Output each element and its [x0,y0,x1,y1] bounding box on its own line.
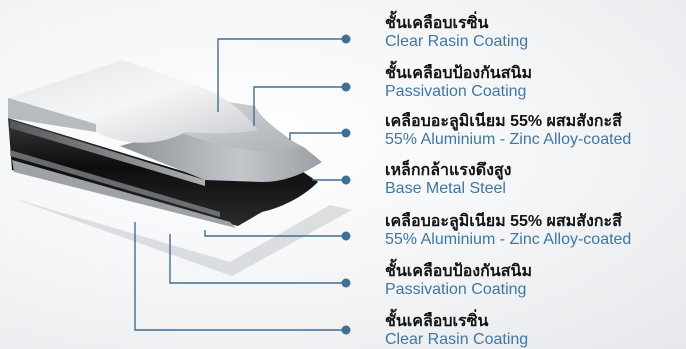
top-sheet-front-bevel [8,98,96,132]
layer-label-4: เหล็กกล้าแรงดึงสูง Base Metal Steel [385,161,511,198]
front-edge-coating-stripe-2 [10,150,220,217]
layer-label-5-english: 55% Aluminium - Zinc Alloy-coated [385,231,632,248]
layer-label-2-thai: ชั้นเคลือบป้องกันสนิม [385,65,532,82]
leader-dot-5 [341,231,351,241]
layer-label-4-english: Base Metal Steel [385,180,506,197]
leader-line-6 [169,234,346,284]
layer-label-5: เคลือบอะลูมิเนียม 55% ผสมสังกะสี 55% Alu… [385,212,631,249]
layer-label-6-thai: ชั้นเคลือบป้องกันสนิม [385,263,532,280]
leader-line-5 [204,230,346,237]
layer-label-1: ชั้นเคลือบเรซิ่น Clear Rasin Coating [385,14,528,51]
layer-label-5-thai: เคลือบอะลูมิเนียม 55% ผสมสังกะสี [385,213,622,230]
layer-label-6: ชั้นเคลือบป้องกันสนิม Passivation Coatin… [385,262,532,299]
leader-lines [134,38,346,331]
leader-dot-7 [341,325,351,335]
leader-dot-6 [341,278,351,288]
leader-dots [341,34,351,335]
layer-label-3-thai: เคลือบอะลูมิเนียม 55% ผสมสังกะสี [385,113,622,130]
leader-dot-4 [341,175,351,185]
leader-line-7 [134,222,346,331]
layer-label-3: เคลือบอะลูมิเนียม 55% ผสมสังกะสี 55% Alu… [385,112,631,149]
layer-label-7: ชั้นเคลือบเรซิ่น Clear Rasin Coating [385,312,528,349]
leader-line-2 [253,86,346,126]
leader-line-3 [289,132,346,140]
layer-label-2: ชั้นเคลือบป้องกันสนิม Passivation Coatin… [385,64,532,101]
layer-label-3-english: 55% Aluminium - Zinc Alloy-coated [385,131,632,148]
layer-label-1-english: Clear Rasin Coating [385,33,529,50]
leader-dot-3 [341,128,351,138]
bottom-coating-layers [12,160,236,228]
leader-dot-1 [341,34,351,44]
leader-dot-2 [341,82,351,92]
front-edge-coating-stripe [10,120,205,186]
layer-label-7-english: Clear Rasin Coating [385,331,529,348]
layer-label-7-thai: ชั้นเคลือบเรซิ่น [385,313,489,330]
layer-label-6-english: Passivation Coating [385,281,527,298]
layer-label-1-thai: ชั้นเคลือบเรซิ่น [385,15,489,32]
sheet-shadow [12,198,352,276]
leader-line-1 [217,38,346,112]
layer-label-2-english: Passivation Coating [385,83,527,100]
layer-label-4-thai: เหล็กกล้าแรงดึงสูง [385,162,512,179]
